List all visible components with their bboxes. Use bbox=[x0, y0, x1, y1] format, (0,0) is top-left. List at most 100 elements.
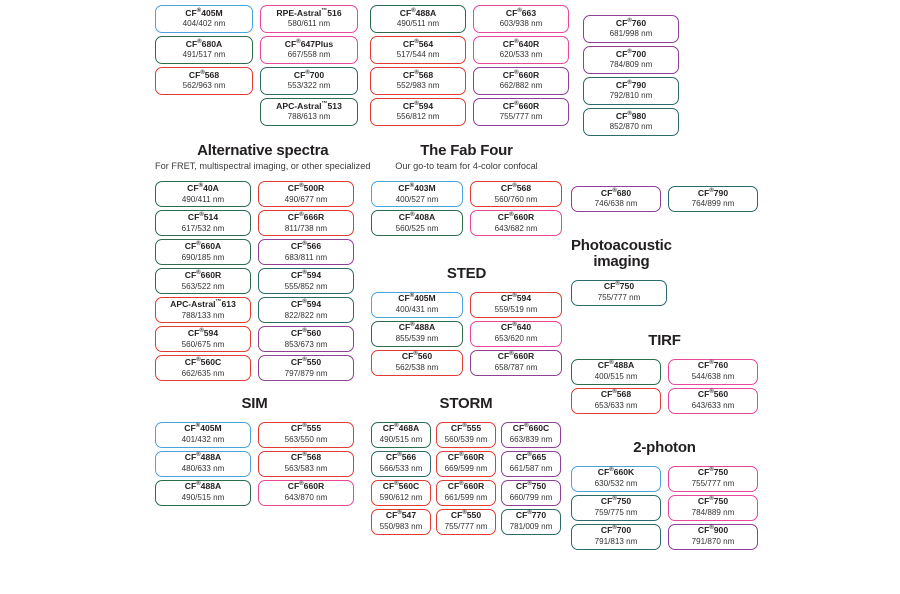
trademark-mark: ® bbox=[394, 423, 399, 430]
dye-name: CF®666R bbox=[288, 212, 324, 223]
trademark-mark: ® bbox=[612, 187, 617, 194]
dye-name-prefix: CF bbox=[600, 525, 613, 536]
trademark-mark: ® bbox=[512, 322, 517, 329]
dye-name: CF®550 bbox=[451, 510, 481, 521]
dye-name-prefix: CF bbox=[290, 269, 303, 280]
trademark-mark: ® bbox=[409, 183, 415, 190]
trademark-mark: ® bbox=[709, 467, 714, 474]
group-title-sim: SIM bbox=[241, 395, 268, 412]
dye-wavelengths: 400/431 nm bbox=[395, 304, 439, 314]
dye-name-prefix: CF bbox=[615, 48, 628, 59]
dye-name: CF®770 bbox=[516, 510, 546, 521]
trademark-mark: ® bbox=[296, 38, 301, 45]
dye-wavelengths: 759/775 nm bbox=[594, 507, 638, 517]
trademark-mark: ® bbox=[512, 183, 517, 190]
dye-wavelengths: 562/963 nm bbox=[182, 81, 226, 91]
dye-name: CF®663 bbox=[506, 8, 536, 19]
dye-name-number: 750 bbox=[616, 496, 632, 507]
trademark-mark: ® bbox=[709, 389, 714, 396]
